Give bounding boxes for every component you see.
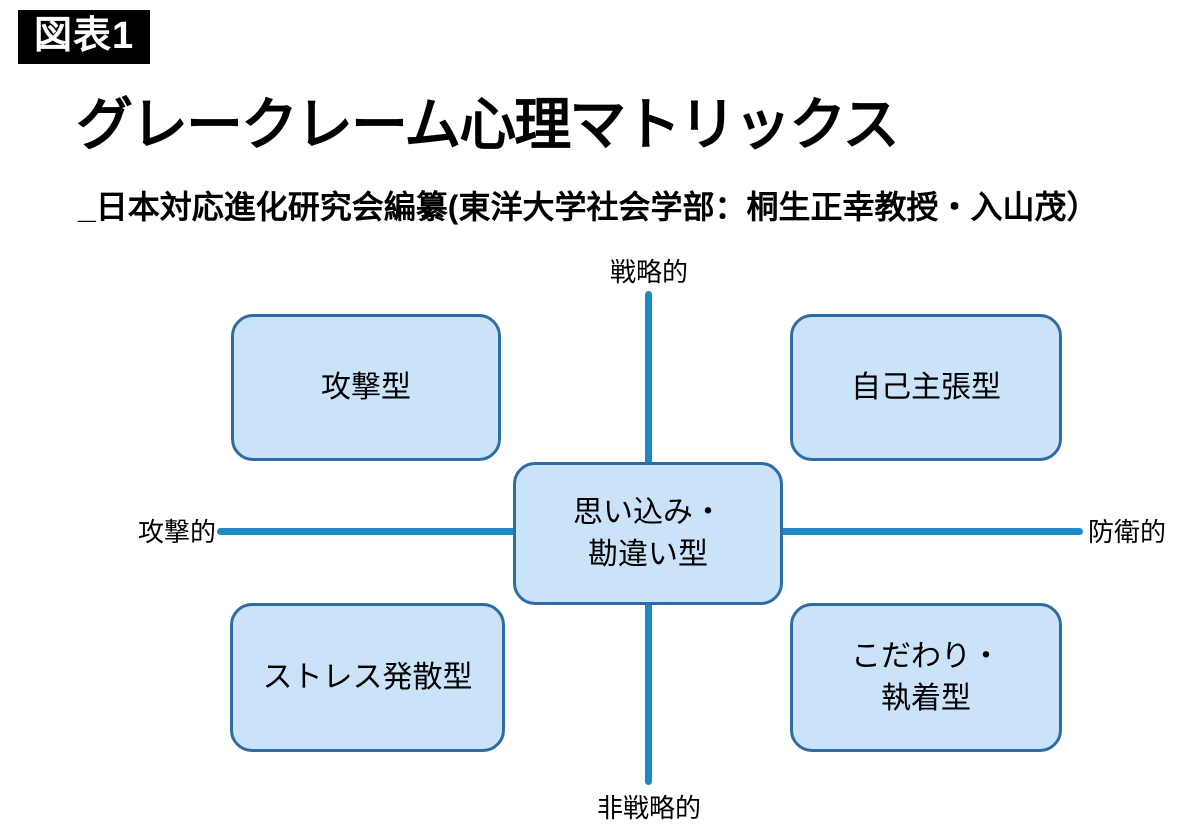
axis-label-defensive: 防衛的 bbox=[1088, 517, 1167, 547]
axis-label-strategic: 戦略的 bbox=[609, 257, 689, 287]
matrix-box-label-line2: 勘違い型 bbox=[588, 537, 708, 571]
matrix-box-attack-type: 攻撃型 bbox=[231, 314, 501, 461]
matrix-box-label: 自己主張型 bbox=[851, 370, 1001, 404]
matrix-box-label-line1: 思い込み・ bbox=[573, 495, 723, 529]
figure-title: グレークレーム心理マトリックス bbox=[76, 93, 900, 157]
matrix-box-label-line2: 執着型 bbox=[881, 681, 971, 715]
matrix-box-stress-release-type: ストレス発散型 bbox=[230, 603, 505, 752]
figure-subtitle: _日本対応進化研究会編纂(東洋大学社会学部：桐生正幸教授・入山茂） bbox=[78, 189, 1099, 225]
matrix-box-label: ストレス発散型 bbox=[262, 660, 473, 694]
matrix-box-self-assertion-type: 自己主張型 bbox=[790, 314, 1062, 461]
axis-label-non-strategic: 非戦略的 bbox=[596, 793, 702, 823]
figure-number-badge: 図表1 bbox=[18, 10, 151, 64]
matrix-box-label-line1: こだわり・ bbox=[851, 639, 1001, 673]
matrix-box-obsession-attachment-type: こだわり・ 執着型 bbox=[790, 603, 1062, 752]
axis-label-aggressive: 攻撃的 bbox=[138, 517, 217, 547]
matrix-box-label: 攻撃型 bbox=[321, 370, 411, 404]
matrix-box-assumption-misunderstanding-type: 思い込み・ 勘違い型 bbox=[513, 462, 783, 605]
